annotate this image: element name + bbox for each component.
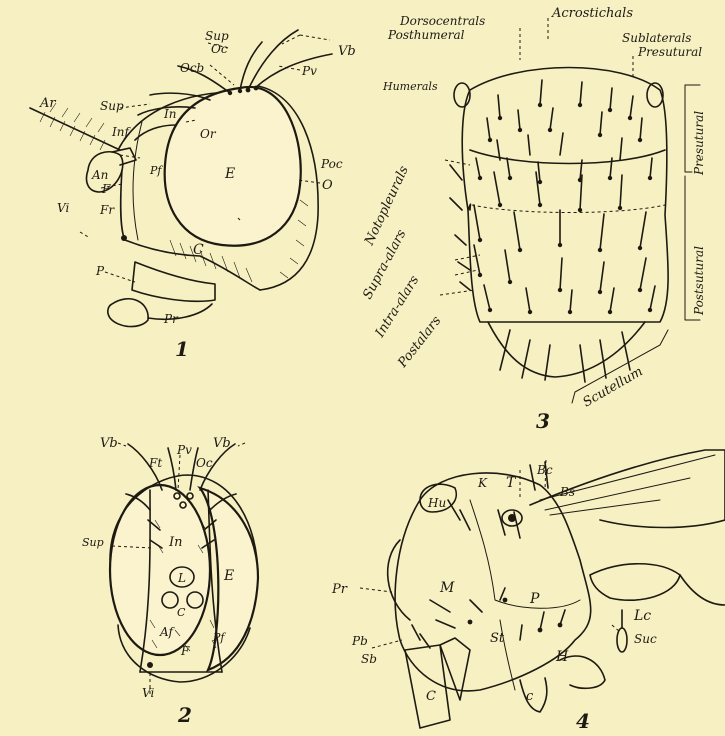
- label-an: An: [91, 168, 108, 182]
- label-posthumeral: Posthumeral: [387, 28, 465, 42]
- label-l: L: [177, 571, 186, 585]
- label-humerals: Humerals: [382, 80, 438, 93]
- label-vb-right: Vb: [213, 436, 231, 451]
- label-o: O: [322, 178, 333, 193]
- label-t: T: [506, 475, 517, 491]
- label-ocb: Ocb: [180, 61, 204, 75]
- figure-2-head-frontal: Vb Pv Vb Ft Oc Sup In L E C Af Pf F Vi 2: [82, 436, 258, 727]
- figure-number-4: 4: [576, 709, 590, 733]
- figure-number-3: 3: [536, 409, 550, 433]
- label-fr: Fr: [99, 203, 115, 217]
- label-vb: Vb: [338, 44, 356, 59]
- label-e: E: [223, 568, 234, 584]
- label-sublaterals: Sublaterals: [622, 31, 691, 45]
- lower-calypter: [590, 564, 680, 600]
- label-bs: Bs: [559, 485, 575, 499]
- label-side-presutural: Presutural: [692, 111, 706, 176]
- label-postalars: Postalars: [395, 313, 445, 371]
- label-pv: Pv: [176, 443, 192, 457]
- label-vi: Vi: [142, 686, 154, 700]
- label-dorsocentrals: Dorsocentrals: [399, 14, 485, 28]
- label-ar: Ar: [39, 96, 56, 111]
- figure-4-thorax-lateral: K T Bc Bs Hu Pr M P Pb Sb Lc St H Suc C …: [331, 450, 725, 733]
- label-poc: Poc: [320, 157, 343, 171]
- label-sup: Sup: [82, 536, 104, 549]
- label-pr: Pr: [331, 582, 348, 597]
- label-presutural: Presutural: [637, 45, 702, 59]
- label-oc: Oc: [196, 456, 213, 470]
- mesonotum-outline: [462, 68, 668, 323]
- label-pb: Pb: [351, 634, 368, 648]
- label-inf: Inf: [111, 125, 131, 139]
- figure-3-thorax-dorsal: Acrostichals Dorsocentrals Posthumeral S…: [360, 6, 706, 433]
- label-pf: Pf: [149, 164, 163, 177]
- label-m: M: [439, 580, 455, 596]
- label-bc: Bc: [536, 463, 553, 477]
- label-ft: Ft: [148, 456, 162, 470]
- label-suc: Suc: [634, 632, 657, 646]
- label-k: K: [477, 476, 488, 490]
- figure-1-head-lateral: Sup Oc Vb Pv Ocb Sup In Ar Inf Or Poc E …: [30, 29, 356, 361]
- label-or: Or: [200, 127, 217, 141]
- label-c-left: C: [426, 689, 436, 704]
- label-oc: Oc: [211, 42, 228, 56]
- label-c: C: [193, 242, 204, 258]
- haltere: [617, 628, 627, 652]
- scutellum-outline: [488, 322, 645, 377]
- label-p: P: [529, 591, 540, 607]
- label-p: P: [95, 264, 105, 278]
- label-side-postsutural: Postsutural: [692, 246, 706, 316]
- lateral-bristles: [412, 462, 565, 648]
- label-f: F: [101, 182, 111, 196]
- bristle-sockets: [478, 103, 652, 314]
- label-e: E: [224, 166, 235, 182]
- label-vb-left: Vb: [100, 436, 118, 451]
- label-sup-top: Sup: [205, 29, 229, 43]
- proboscis-labella: [108, 299, 148, 327]
- label-f: F: [180, 644, 190, 658]
- figure-number-2: 2: [177, 703, 192, 727]
- label-in: In: [163, 107, 176, 121]
- label-sb: Sb: [361, 652, 377, 666]
- label-hu: Hu: [427, 496, 446, 510]
- label-c-mid: c: [526, 689, 534, 704]
- label-in: In: [168, 535, 183, 550]
- label-vi: Vi: [57, 201, 69, 215]
- label-c: C: [177, 606, 186, 619]
- label-pv: Pv: [301, 64, 317, 78]
- label-pf: Pf: [212, 631, 226, 644]
- figure-number-1: 1: [175, 337, 189, 361]
- label-h: H: [555, 649, 569, 665]
- thoracic-bristles: [450, 80, 655, 382]
- label-acrostichals: Acrostichals: [551, 6, 633, 21]
- label-pr: Pr: [163, 312, 179, 326]
- label-sup-left: Sup: [100, 99, 124, 113]
- label-lc: Lc: [633, 608, 651, 624]
- mid-coxa: [520, 678, 547, 712]
- label-st: St: [490, 631, 505, 646]
